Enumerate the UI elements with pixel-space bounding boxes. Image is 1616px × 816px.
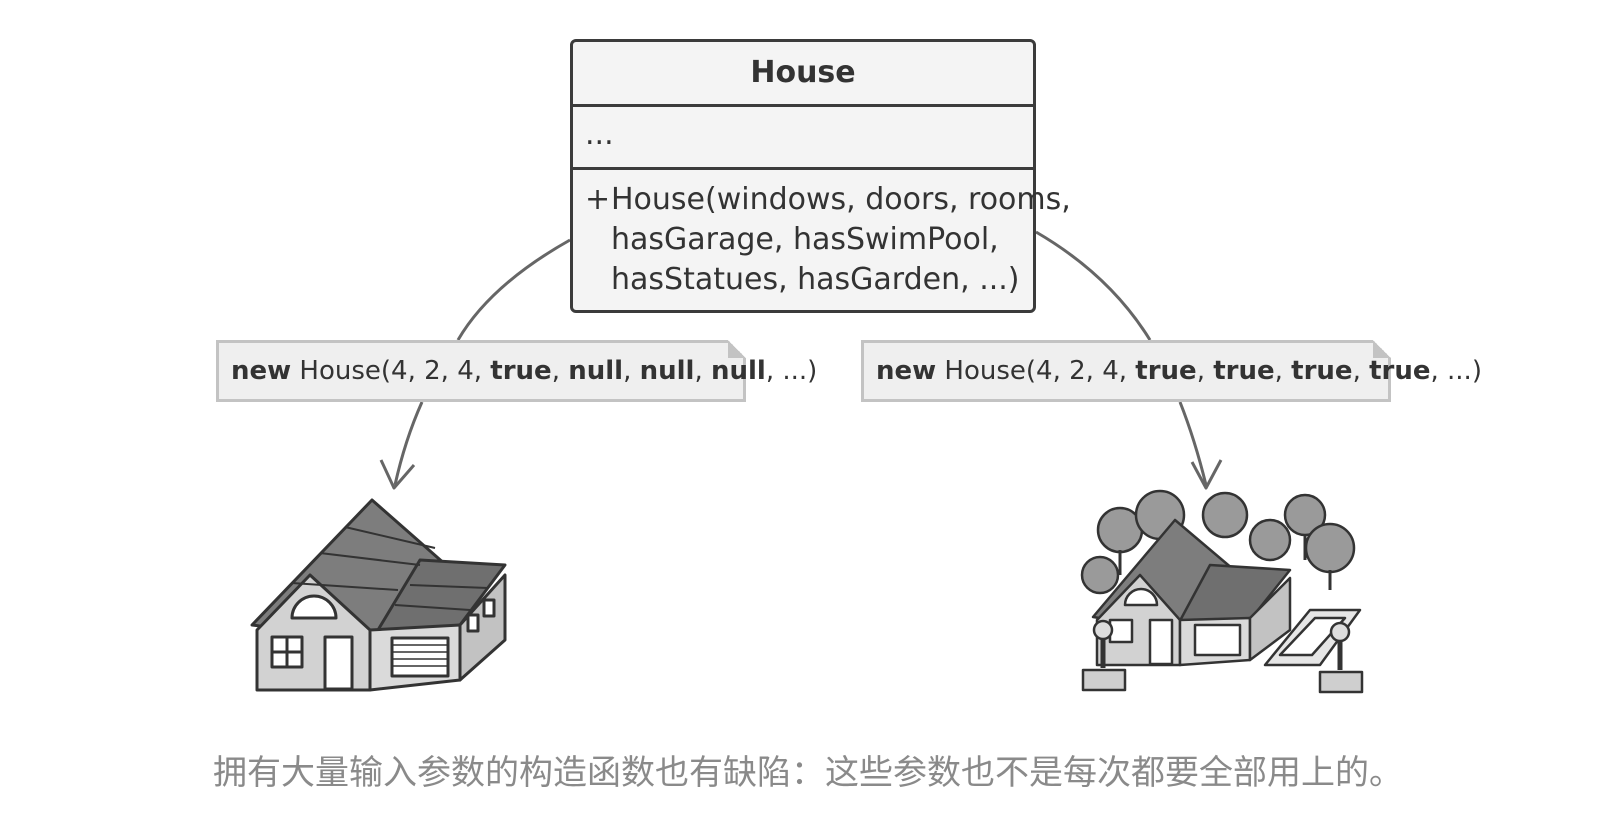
figure-caption: 拥有大量输入参数的构造函数也有缺陷：这些参数也不是每次都要全部用上的。 xyxy=(213,753,1403,793)
operation-text: House(windows, doors, rooms, xyxy=(611,182,1071,217)
keyword-new: new xyxy=(876,356,937,386)
arg: true xyxy=(1135,356,1197,386)
visibility-marker: + xyxy=(585,182,611,217)
arg: null xyxy=(568,356,624,386)
call-tail: , ...) xyxy=(1430,356,1482,386)
arg: null xyxy=(710,356,766,386)
arg: true xyxy=(1213,356,1275,386)
call-prefix: House(4, 2, 4, xyxy=(291,356,491,386)
class-operations: + House(windows, doors, rooms, hasGarage… xyxy=(573,167,1071,310)
house-class-box: House ... + House(windows, doors, rooms,… xyxy=(570,39,1071,313)
operation-line-2: hasGarage, hasSwimPool, xyxy=(585,220,1021,260)
operation-text: hasGarage, hasSwimPool, xyxy=(611,222,999,257)
arg: null xyxy=(639,356,695,386)
arg: true xyxy=(490,356,552,386)
simple-house-icon xyxy=(250,498,507,692)
note-fold-corner xyxy=(728,340,746,358)
arg: true xyxy=(1369,356,1431,386)
keyword-new: new xyxy=(231,356,292,386)
left-arrowhead xyxy=(379,459,416,490)
right-connector-arrow xyxy=(1035,230,1208,486)
class-attributes: ... xyxy=(573,104,1033,167)
operation-line-1: + House(windows, doors, rooms, xyxy=(585,180,1071,220)
arg: true xyxy=(1291,356,1353,386)
luxury-house-with-garden-icon xyxy=(1080,489,1364,694)
note-left-constructor-call: new House(4, 2, 4, true, null, null, nul… xyxy=(216,340,817,402)
left-connector-arrow xyxy=(393,238,571,486)
call-tail: , ...) xyxy=(765,356,818,386)
operation-text: hasStatues, hasGarden, ...) xyxy=(611,262,1020,297)
note-fold-corner xyxy=(1373,340,1391,358)
right-arrowhead xyxy=(1190,459,1223,490)
call-prefix: House(4, 2, 4, xyxy=(936,356,1136,386)
note-right-constructor-call: new House(4, 2, 4, true, true, true, tru… xyxy=(861,340,1482,402)
operation-line-3: hasStatues, hasGarden, ...) xyxy=(585,260,1021,300)
class-name: House xyxy=(750,55,856,90)
